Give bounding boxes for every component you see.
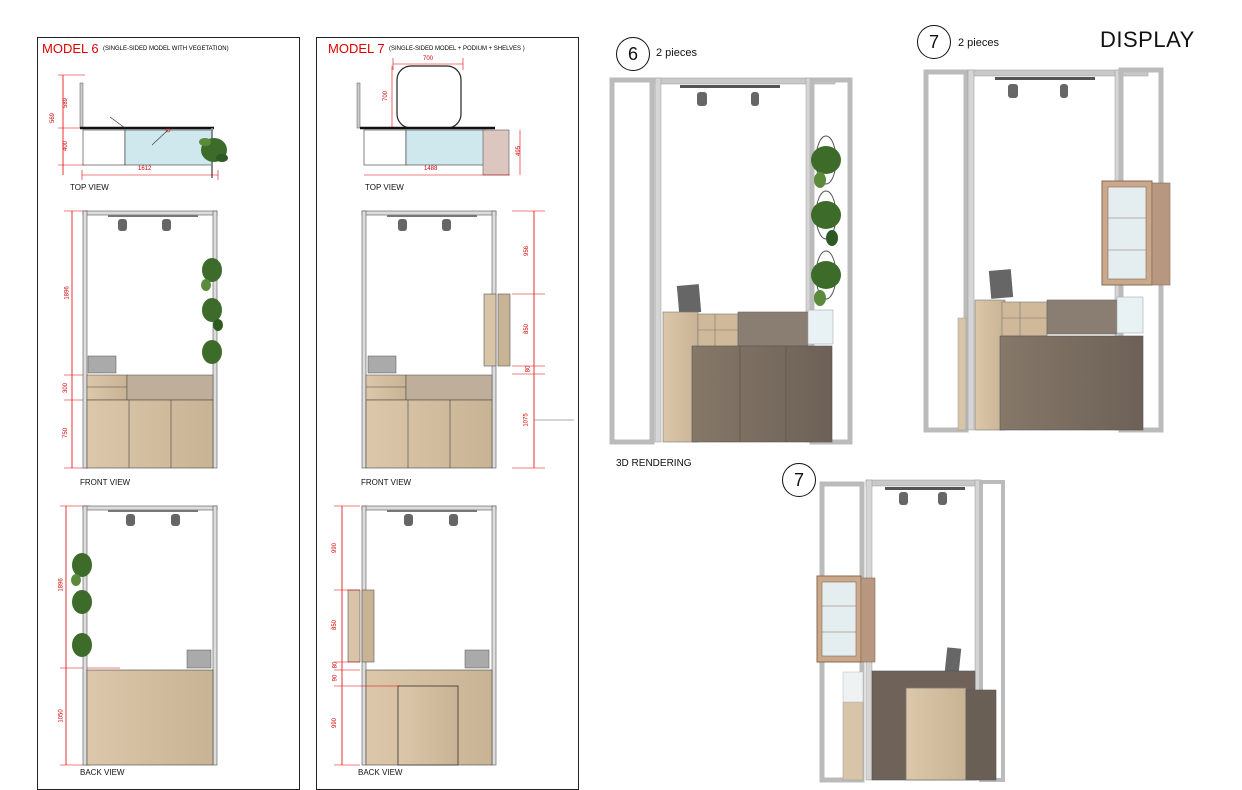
model-7-top-view [356,58,521,176]
model-7-back-3d-render [816,479,1005,783]
model-7-subtitle: (SINGLE-SIDED MODEL + PODIUM + SHELVES ) [389,46,525,52]
m7-dim-back-d: 90 [332,674,339,682]
model-7-back-render-badge: 7 [782,463,816,497]
m6-dim-back-h: 1896 [58,578,65,592]
model-7-render-pieces: 2 pieces [958,37,999,49]
m6-dim-top-c: 400 [63,140,70,152]
model-6-front-view [64,210,223,469]
model-7-title: MODEL 7 [328,41,385,56]
m7-dim-top-h: 700 [383,90,390,102]
model-7-front-view-label: FRONT VIEW [361,478,412,487]
model-7-3d-render [923,67,1171,433]
model-6-title: MODEL 6 [42,41,99,56]
m6-dim-front-low: 750 [63,427,70,439]
m7-dim-back-c: 80 [332,661,339,669]
model-7-back-view-label: BACK VIEW [358,768,403,777]
m6-dim-back-low: 1050 [58,709,65,723]
model-6-top-view [58,74,228,180]
model-6-top-view-label: TOP VIEW [70,183,109,192]
m7-dim-top-side: 495 [516,145,523,157]
m6-dim-top-b: 589 [63,97,70,109]
m7-dim-back-a: 990 [332,542,339,554]
m7-dim-front-d: 1075 [523,413,530,427]
m7-dim-back-e: 990 [332,717,339,729]
model-7-front-view [361,210,574,469]
model-6-render-pieces: 2 pieces [656,47,697,59]
m6-dim-top-len: 1612 [138,166,152,172]
model-7-render-badge: 7 [917,25,951,59]
model-7-back-view [334,505,497,766]
m7-dim-top-w: 700 [423,56,434,62]
model-6-back-view [60,505,218,766]
m7-dim-top-len: 1488 [424,166,438,172]
rendering-label: 3D RENDERING [616,458,692,469]
display-heading: DISPLAY [1100,27,1195,52]
model-6-front-view-label: FRONT VIEW [80,478,131,487]
m6-dim-top-a: 569 [50,112,57,124]
m7-dim-front-c: 80 [525,365,532,373]
m7-dim-back-b: 850 [332,619,339,631]
model-6-back-view-label: BACK VIEW [80,768,125,777]
m7-dim-front-b: 850 [524,323,531,335]
model-6-subtitle: (SINGLE-SIDED MODEL WITH VEGETATION) [103,46,229,52]
m6-dim-front-h: 1896 [64,286,71,300]
m7-dim-front-a: 956 [524,245,531,257]
model-6-render-badge: 6 [616,37,650,71]
model-6-3d-render [609,77,853,445]
model-7-top-view-label: TOP VIEW [365,183,404,192]
m6-dim-front-mid: 300 [63,382,70,394]
